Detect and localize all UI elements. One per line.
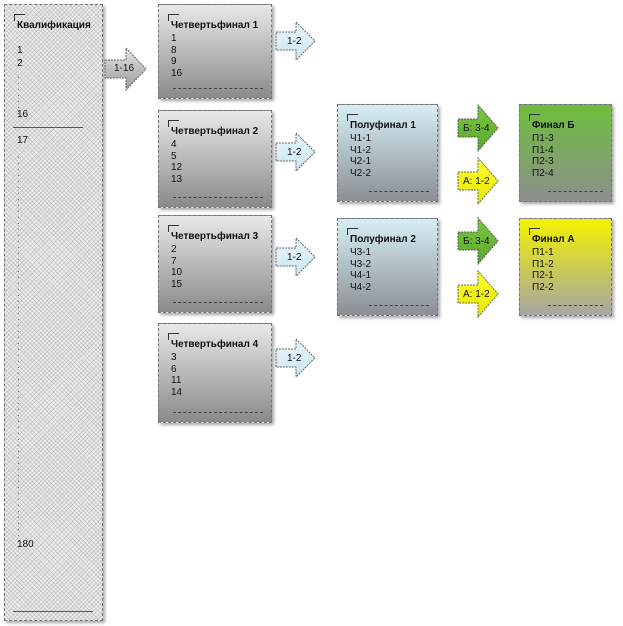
semifinal-1-box: Полуфинал 1 Ч1-1 Ч1-2 Ч2-1 Ч2-2	[337, 104, 438, 202]
final-items: П1-1 П1-2 П2-1 П2-2	[532, 247, 554, 293]
quarterfinal-title: Четвертьфинал 1	[171, 20, 259, 31]
list-item: 13	[171, 173, 183, 185]
quarterfinal-items: 4 5 12 13	[171, 139, 182, 185]
list-item: 15	[171, 278, 183, 290]
corner-mark	[14, 14, 25, 21]
quarterfinal-items: 1 8 9 16	[171, 33, 182, 79]
list-item: Ч3-2	[350, 258, 372, 270]
list-item: П2-1	[532, 270, 554, 281]
arrow-shape	[275, 20, 316, 62]
list-item: П1-2	[532, 258, 554, 270]
list-item: 1	[171, 33, 177, 44]
list-item: 12	[171, 162, 183, 173]
arrow-label-sf2-a: А: 1-2	[463, 289, 490, 300]
arrow-shape	[457, 156, 499, 206]
list-item: 10	[171, 267, 183, 278]
arrow-label-qf3: 1-2	[287, 252, 302, 263]
list-item: 14	[171, 386, 183, 398]
arrow-shape	[275, 236, 316, 278]
qualification-item-180: 180	[17, 539, 34, 550]
list-item: 16	[171, 67, 183, 79]
list-item: 9	[171, 56, 177, 67]
list-item: 11	[171, 375, 182, 386]
semifinal-2-box: Полуфинал 2 Ч3-1 Ч3-2 Ч4-1 Ч4-2	[337, 218, 438, 316]
qualification-item-17: 17	[17, 135, 29, 146]
final-b-box: Финал Б П1-3 П1-4 П2-3 П2-4	[519, 104, 612, 202]
quarterfinal-items: 2 7 10 15	[171, 244, 182, 290]
ellipsis-dots: .......	[17, 70, 20, 117]
arrow-label-qf2: 1-2	[287, 147, 302, 158]
bottom-line	[13, 611, 93, 613]
list-item: П1-1	[532, 247, 554, 258]
list-item: Ч3-1	[350, 247, 372, 258]
list-item: Ч4-1	[350, 270, 372, 281]
list-item: 2	[171, 244, 177, 255]
list-item: П2-2	[532, 281, 554, 293]
final-items: П1-3 П1-4 П2-3 П2-4	[532, 133, 554, 179]
list-item: Ч2-2	[350, 167, 372, 179]
semifinal-items: Ч3-1 Ч3-2 Ч4-1 Ч4-2	[350, 247, 371, 293]
list-item: 7	[171, 255, 177, 267]
qualification-item: 1	[17, 45, 23, 56]
arrow-label-qf4: 1-2	[287, 353, 302, 364]
quarterfinal-items: 3 6 11 14	[171, 352, 182, 398]
ellipsis-dots: ........................................…	[17, 150, 20, 545]
arrow-label-sf2-b: Б: 3-4	[463, 236, 490, 247]
quarterfinal-title: Четвертьфинал 3	[171, 231, 259, 242]
list-item: П2-3	[532, 156, 554, 167]
cutoff-line	[13, 127, 83, 129]
arrow-shape	[275, 131, 316, 173]
quarterfinal-3-box: Четвертьфинал 3 2 7 10 15	[158, 215, 272, 313]
arrow-shape	[275, 337, 316, 379]
final-a-box: Финал А П1-1 П1-2 П2-1 П2-2	[519, 218, 612, 316]
final-title: Финал Б	[532, 120, 575, 131]
semifinal-items: Ч1-1 Ч1-2 Ч2-1 Ч2-2	[350, 133, 371, 179]
qualification-title: Квалификация	[17, 20, 91, 31]
arrow-shape	[457, 216, 499, 266]
list-item: П2-4	[532, 167, 554, 179]
list-item: Ч1-1	[350, 133, 372, 144]
arrow-shape	[457, 269, 499, 319]
list-item: П1-4	[532, 144, 554, 156]
list-item: 5	[171, 150, 177, 162]
arrow-label-qf1: 1-2	[287, 36, 302, 47]
arrow-shape	[104, 46, 147, 92]
quarterfinal-title: Четвертьфинал 2	[171, 126, 259, 137]
list-item: 8	[171, 44, 177, 56]
list-item: 4	[171, 139, 177, 150]
final-title: Финал А	[532, 234, 575, 245]
qualification-box: Квалификация 1 2 ....... 16 17 .........…	[4, 4, 103, 621]
semifinal-title: Полуфинал 2	[350, 234, 416, 245]
arrow-label-qualified: 1-16	[114, 63, 135, 74]
arrow-shape	[457, 103, 499, 153]
arrow-label-sf1-b: Б: 3-4	[463, 123, 490, 134]
list-item: 6	[171, 363, 177, 375]
semifinal-title: Полуфинал 1	[350, 120, 416, 131]
qualification-item-16: 16	[17, 109, 29, 120]
quarterfinal-1-box: Четвертьфинал 1 1 8 9 16	[158, 4, 272, 99]
quarterfinal-4-box: Четвертьфинал 4 3 6 11 14	[158, 323, 272, 423]
list-item: 3	[171, 352, 177, 363]
arrow-label-sf1-a: А: 1-2	[463, 176, 490, 187]
list-item: Ч4-2	[350, 281, 372, 293]
quarterfinal-2-box: Четвертьфинал 2 4 5 12 13	[158, 110, 272, 208]
list-item: Ч1-2	[350, 144, 372, 156]
quarterfinal-title: Четвертьфинал 4	[171, 339, 259, 350]
qualification-item: 2	[17, 58, 23, 69]
list-item: П1-3	[532, 133, 554, 144]
list-item: Ч2-1	[350, 156, 372, 167]
